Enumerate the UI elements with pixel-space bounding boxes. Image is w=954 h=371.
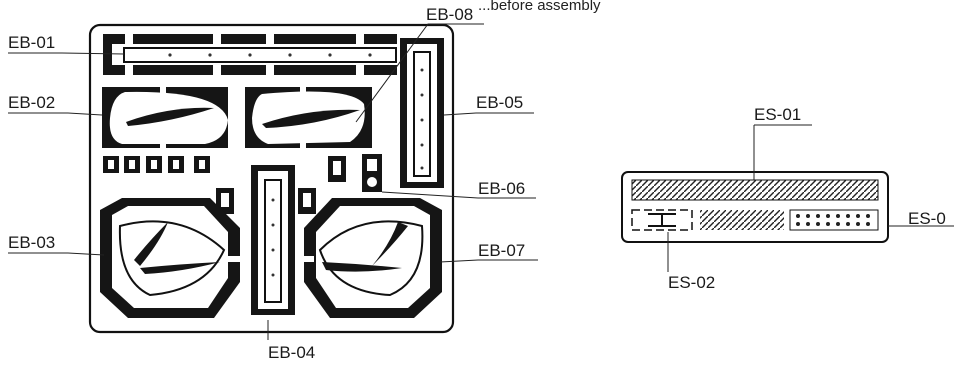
label-eb-07: EB-07: [478, 241, 525, 260]
label-eb-04: EB-04: [268, 343, 315, 362]
part-eb-07: [300, 198, 442, 318]
label-es-01: ES-01: [754, 105, 801, 124]
label-eb-05: EB-05: [476, 93, 523, 112]
label-eb-01: EB-01: [8, 33, 55, 52]
part-eb-04: [251, 165, 295, 315]
fret-right: [621, 171, 889, 243]
part-eb-05: [400, 38, 444, 188]
label-es-03: ES-0: [908, 209, 946, 228]
label-es-02: ES-02: [668, 273, 715, 292]
label-eb-08: EB-08: [426, 5, 473, 24]
fret-left: [88, 23, 455, 334]
left-labels: EB-01 EB-02 EB-03 EB-04 EB-05 EB-06 EB-0…: [8, 5, 538, 362]
part-eb-03: [100, 198, 242, 318]
label-eb-06: EB-06: [478, 179, 525, 198]
part-eb-08: [245, 85, 372, 150]
part-eb-02: [102, 85, 228, 150]
part-eb-01: [103, 34, 397, 75]
small-clips: [103, 154, 382, 214]
label-eb-02: EB-02: [8, 93, 55, 112]
label-eb-03: EB-03: [8, 233, 55, 252]
top-note: ...before assembly: [478, 0, 601, 14]
right-labels: ES-01 ES-02 ES-0: [667, 105, 954, 292]
